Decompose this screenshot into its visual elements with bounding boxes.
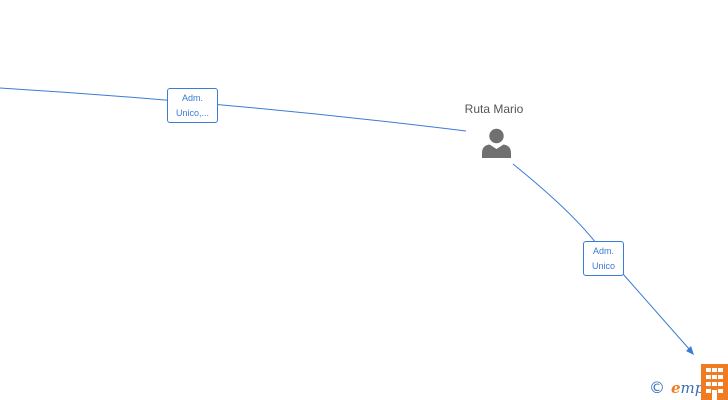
copyright-symbol: © bbox=[649, 378, 665, 397]
empresia-watermark: © empresia bbox=[649, 364, 728, 400]
brand-initial: e bbox=[671, 379, 681, 397]
edge-person-to-company[interactable] bbox=[512, 163, 691, 351]
edge-arrowhead bbox=[686, 346, 694, 355]
person-icon[interactable] bbox=[481, 128, 512, 158]
edge-label-line1: Adm. bbox=[592, 246, 614, 256]
person-node-name[interactable]: Ruta Mario bbox=[464, 102, 524, 116]
edge-label-line1: Adm. bbox=[181, 93, 203, 103]
edge-label-adm-unico-2[interactable]: Adm. Unico bbox=[583, 241, 624, 276]
edge-incoming-to-person[interactable] bbox=[0, 87, 467, 132]
edge-label-line2: Unico,... bbox=[175, 108, 209, 118]
edge-label-adm-unico-1[interactable]: Adm. Unico,... bbox=[167, 88, 218, 123]
building-icon bbox=[701, 364, 728, 400]
edge-label-line2: Unico bbox=[591, 261, 615, 271]
